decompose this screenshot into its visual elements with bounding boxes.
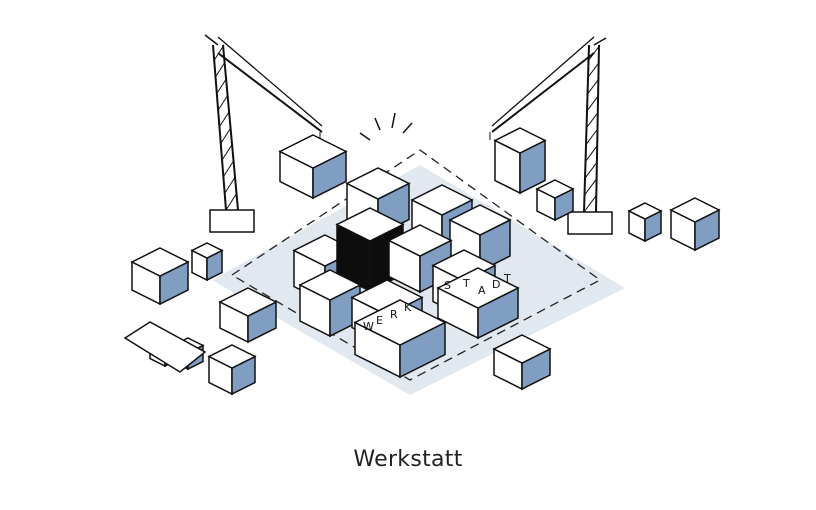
block-letter: E <box>376 314 383 327</box>
block-top-face <box>278 134 348 169</box>
block-top-face <box>492 334 552 364</box>
block-top-face <box>207 344 257 369</box>
block-top-face <box>190 242 224 259</box>
crane-jib <box>491 36 595 127</box>
crane-lattice <box>585 94 600 113</box>
block <box>218 287 278 344</box>
crane-lattice <box>224 176 236 194</box>
crane-lattice <box>583 178 598 196</box>
block-letter: S <box>444 279 451 292</box>
crane-counter-jib <box>593 37 607 46</box>
block-delivered <box>492 334 552 391</box>
block-letter: A <box>478 284 486 297</box>
crane-right <box>489 36 613 235</box>
block-letter: W <box>363 320 374 333</box>
crane-lattice <box>222 160 235 178</box>
crane-lattice <box>218 110 231 128</box>
block-top-face <box>436 267 520 309</box>
block-top-face <box>130 247 190 277</box>
crane-lattice <box>221 143 233 161</box>
crane-lattice <box>219 127 232 145</box>
emphasis-mark <box>374 117 381 131</box>
block-letter: R <box>390 308 398 321</box>
truck-body <box>123 321 207 373</box>
block <box>190 242 224 282</box>
emphasis-mark <box>391 112 396 129</box>
block-letter: T <box>503 272 511 285</box>
block <box>627 202 663 243</box>
block-top-face <box>448 204 512 236</box>
block-top-face <box>335 207 405 242</box>
crane-jib <box>217 36 323 127</box>
block-hanging-left <box>278 134 348 200</box>
block <box>535 179 575 222</box>
crane-jib <box>217 52 323 133</box>
crane-lattice <box>225 193 238 211</box>
crane-left <box>204 34 323 233</box>
block <box>130 247 190 306</box>
block-top-face <box>669 197 721 223</box>
block-letter: T <box>462 277 470 290</box>
emphasis-mark <box>402 122 413 134</box>
block-letter: D <box>492 278 500 291</box>
crane-lattice <box>217 94 229 112</box>
crane-lattice <box>586 61 601 79</box>
block-stadt <box>436 267 520 340</box>
block <box>298 269 362 338</box>
crane-lattice <box>586 78 600 96</box>
block-letter: K <box>404 301 412 314</box>
block-top-face <box>535 179 575 199</box>
block-werk <box>353 299 447 379</box>
crane-counter-jib <box>204 34 219 46</box>
block-top-face <box>353 299 447 346</box>
crane-lattice <box>584 144 599 163</box>
block-top-face <box>298 269 362 301</box>
block-top-face <box>218 287 278 317</box>
crane-lattice <box>585 111 599 129</box>
block-top-face <box>387 224 453 257</box>
block-top-face <box>410 184 474 216</box>
crane-lattice <box>584 161 598 179</box>
figure-caption: Werkstatt <box>353 447 463 472</box>
block <box>207 344 257 396</box>
crane-base <box>209 209 255 233</box>
block <box>669 197 721 252</box>
crane-lattice <box>583 195 597 213</box>
cranes <box>204 34 613 235</box>
building-blocks <box>123 112 721 396</box>
emphasis-mark <box>359 132 371 141</box>
block-top-face <box>493 127 547 154</box>
crane-lattice <box>215 77 228 95</box>
crane-lattice <box>214 61 226 79</box>
block-top-face <box>627 202 663 220</box>
block-hanging-right <box>493 127 547 195</box>
crane-jib <box>491 52 595 133</box>
crane-lattice <box>585 128 599 146</box>
crane-base <box>567 211 613 235</box>
block-top-face <box>345 167 411 200</box>
